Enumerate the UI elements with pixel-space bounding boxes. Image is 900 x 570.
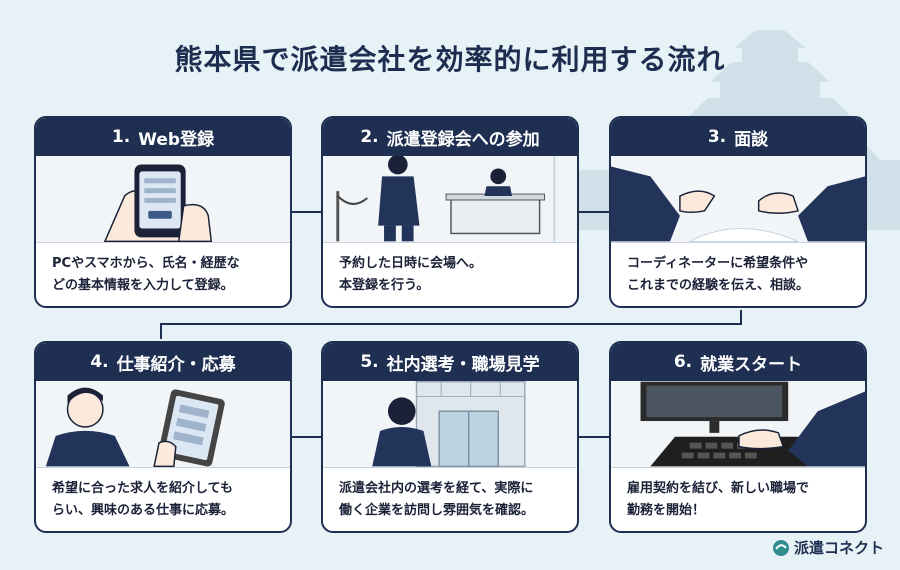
interview-handshake-illustration xyxy=(611,156,865,243)
connector-4-up xyxy=(160,323,162,339)
step-header-2: 2. 派遣登録会への参加 xyxy=(323,118,577,156)
tablet-job-listing-illustration xyxy=(36,381,290,468)
step-description-4: 希望に合った求人を紹介しても らい、興味のある仕事に応募。 xyxy=(52,481,235,518)
step-description-5: 派遣会社内の選考を経て、実際に 働く企業を訪問し雰囲気を確認。 xyxy=(339,481,535,518)
logo-text: 派遣コネクト xyxy=(793,539,884,557)
step-header-5: 5. 社内選考・職場見学 xyxy=(323,343,577,381)
step-card-5: 5. 社内選考・職場見学 派遣会社内の選考を経て、実際に 働く企業を訪問し雰囲気… xyxy=(321,341,579,533)
connector-4-5 xyxy=(290,436,324,438)
connector-1-2 xyxy=(290,211,324,213)
connector-2-3 xyxy=(578,211,612,213)
keyboard-work-start-illustration xyxy=(611,381,865,468)
step-card-2: 2. 派遣登録会への参加 予約した日時に会場へ。 本登録を行う。 xyxy=(321,116,579,308)
step-header-1: 1. Web登録 xyxy=(36,118,290,156)
brand-logo: 派遣コネクト xyxy=(772,537,884,558)
connector-3-down xyxy=(740,310,742,324)
step-description-3: コーディネーターに希望条件や これまでの経験を伝え、相談。 xyxy=(627,256,810,293)
connector-5-6 xyxy=(578,436,612,438)
step-label: Web登録 xyxy=(138,129,215,150)
step-header-4: 4. 仕事紹介・応募 xyxy=(36,343,290,381)
step-description-6: 雇用契約を結び、新しい職場で 勤務を開始！ xyxy=(627,481,810,518)
step-card-4: 4. 仕事紹介・応募 希望に合った求人を紹介しても らい、興味のある仕事に応募。 xyxy=(34,341,292,533)
page-title: 熊本県で派遣会社を効率的に利用する流れ xyxy=(174,43,726,76)
office-visit-illustration xyxy=(323,381,577,468)
step-header-6: 6. 就業スタート xyxy=(611,343,865,381)
step-card-6: 6. 就業スタート 雇用契約を結び、新しい職場で 勤務を開始！ xyxy=(609,341,867,533)
step-number: 1. xyxy=(111,127,131,147)
step-description-2: 予約した日時に会場へ。 本登録を行う。 xyxy=(339,256,483,293)
connector-row-link xyxy=(160,323,742,325)
step-card-3: 3. 面談 コーディネーターに希望条件や これまでの経験を伝え、相談。 xyxy=(609,116,867,308)
registration-venue-illustration xyxy=(323,156,577,243)
step-card-1: 1. Web登録 PCやスマホから、氏名・経歴な どの基本情報を入力して登録。 xyxy=(34,116,292,308)
step-description-1: PCやスマホから、氏名・経歴な どの基本情報を入力して登録。 xyxy=(52,256,240,293)
step-header-3: 3. 面談 xyxy=(611,118,865,156)
logo-mark-icon xyxy=(772,539,789,556)
smartphone-registration-illustration xyxy=(36,156,290,243)
